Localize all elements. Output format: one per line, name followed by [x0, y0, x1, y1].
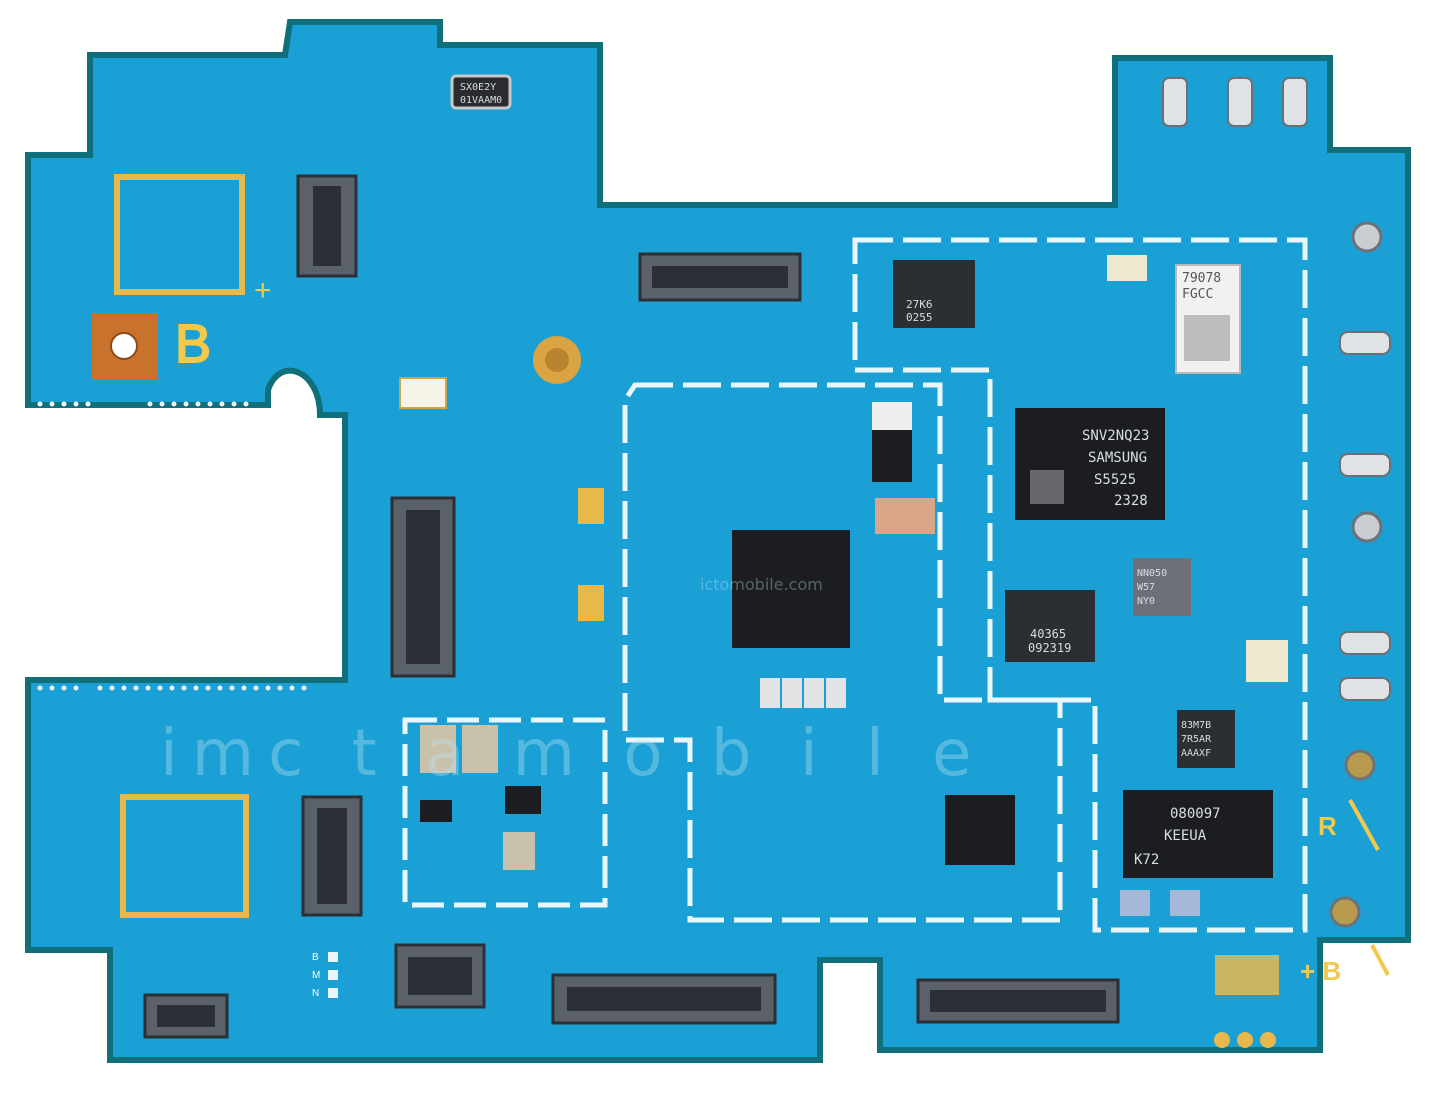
ic-top-pa-label-1: 27K6 [906, 298, 933, 311]
connector-left-mid [390, 496, 456, 678]
ic-w57: NN050 W57 NY0 [1133, 558, 1191, 616]
silk-bmn-b: B [312, 952, 319, 963]
connector-top-left [296, 174, 358, 278]
silk-b-slash [1370, 944, 1390, 976]
ic-k72: 080097 KEEUA K72 [1123, 790, 1273, 878]
ic-w57-label-2: W57 [1137, 582, 1155, 593]
mount-hole-left [110, 332, 138, 360]
ic-soc-center [732, 530, 850, 648]
ic-small-label-3: AAAXF [1181, 748, 1211, 759]
ic-w57-label-3: NY0 [1137, 596, 1155, 607]
connector-bottom-center [551, 973, 777, 1025]
crystal-label-2: 01VAAM0 [460, 95, 502, 106]
passive-components [420, 255, 1288, 995]
ic-w57-label-1: NN050 [1137, 568, 1167, 579]
silk-bmn-m: M [312, 970, 320, 981]
edge-via-row-top [37, 401, 249, 407]
ic-top-pa-label-2: 0255 [906, 311, 933, 324]
mount-ring-center-hole [545, 348, 569, 372]
test-points-bottom [1214, 1032, 1276, 1048]
battery-pad-bottom [120, 794, 249, 918]
ic-k72-label-2: KEEUA [1164, 828, 1207, 844]
ic-samsung-label-4: 2328 [1114, 493, 1148, 509]
watermark-small: ictomobile.com [700, 575, 823, 594]
crystal-label: SX0E2Y [460, 82, 496, 93]
battery-pad-top [114, 174, 245, 295]
ic-rf-label-2: FGCC [1182, 287, 1213, 302]
ic-small-label-1: 83M7B [1181, 720, 1211, 731]
crystal [450, 74, 512, 110]
silk-b-top: B [175, 314, 211, 374]
test-pads-bmn [328, 952, 338, 998]
silk-r-slash [1348, 799, 1380, 851]
connector-left-bottom [301, 795, 363, 917]
silk-plus-b: + B [1300, 956, 1341, 986]
silk-bmn-n: N [312, 988, 319, 999]
ic-bottom-center [945, 795, 1015, 865]
shield-fence-right [852, 237, 1308, 933]
silk-r: R [1318, 811, 1337, 841]
ic-samsung-label-1: SNV2NQ23 [1082, 428, 1149, 444]
antenna-connectors [1329, 221, 1383, 928]
ic-small-label-2: 7R5AR [1181, 734, 1212, 745]
ic-k72-label-3: K72 [1134, 852, 1159, 868]
spring-contacts-right [1162, 77, 1391, 701]
watermark-text: imc t a m o b i l e [160, 717, 985, 791]
ic-small-83m7b: 83M7B 7R5AR AAAXF [1177, 710, 1235, 768]
pcb-board [25, 19, 1411, 1063]
shield-fence-center [622, 382, 1063, 923]
ic-rf-shielded: 79078 FGCC [1175, 264, 1241, 374]
silk-plus-top: + [254, 274, 272, 307]
ic-rf-label-1: 79078 [1182, 271, 1221, 286]
flash-led [399, 377, 447, 409]
connector-bottom-right [916, 978, 1120, 1024]
ic-samsung-s5525: SNV2NQ23 SAMSUNG S5525 2328 [1015, 408, 1165, 520]
ic-pmic-label-2: 092319 [1028, 641, 1071, 655]
ic-pmic: 40365 092319 [1005, 590, 1095, 662]
ic-samsung-label-3: S5525 [1094, 472, 1136, 488]
ic-samsung-label-2: SAMSUNG [1088, 450, 1147, 466]
connector-top-center [638, 252, 802, 302]
connector-bottom-small-left [143, 993, 229, 1039]
ic-k72-label-1: 080097 [1170, 806, 1221, 822]
connector-bottom-small [394, 943, 486, 1009]
ic-top-pa: 27K6 0255 [893, 260, 975, 328]
ic-pmic-label-1: 40365 [1030, 627, 1066, 641]
edge-via-row-mid [37, 685, 307, 691]
shield-fence-power [402, 717, 608, 908]
